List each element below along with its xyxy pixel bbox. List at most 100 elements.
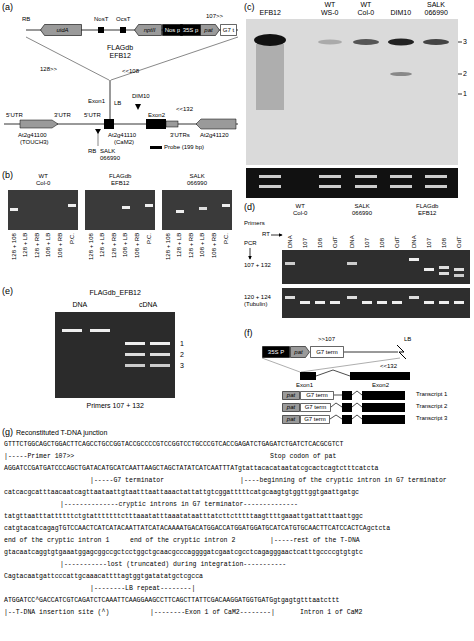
gel-band [439, 272, 449, 275]
gel-band [424, 301, 434, 304]
annotation-label: 128 + 108 [88, 233, 95, 260]
annotation-label: FLAGdb [416, 203, 438, 210]
gel-band [199, 207, 207, 210]
annotation-label: P.C. [223, 233, 230, 244]
annotation-label: OdT [332, 236, 339, 248]
gene-element-box: G7 term [300, 415, 330, 424]
gel-band [424, 268, 434, 271]
box-label: pat [294, 349, 302, 356]
annotation-label: DNA [349, 235, 356, 248]
insertion-line [301, 358, 400, 372]
annotation-label: 2 [180, 351, 184, 359]
blot-band [423, 39, 449, 45]
gel-band [425, 175, 447, 178]
annotation-label: WT [325, 1, 336, 9]
gel-bands [285, 258, 464, 304]
gel-image [162, 190, 232, 230]
terminator-box [120, 27, 126, 33]
sequence-text: Cagtacaatgattcccattgcaaacattttagtggtgata… [4, 573, 203, 580]
annotation-label: RB [88, 148, 96, 155]
annotation-label: 107 [426, 238, 433, 248]
annotation-label: DNA [73, 301, 88, 309]
gel-band [319, 175, 341, 178]
box-label: G7 term [304, 416, 326, 423]
annotation-label: 107 + 132 [244, 262, 271, 269]
gene-element-box: pat [282, 391, 300, 400]
box-label: 35S p [183, 27, 199, 34]
box-label: Nos p [165, 27, 181, 34]
blot-band [353, 39, 379, 45]
exon-box [104, 119, 114, 129]
gene-element-box: G7 term [310, 346, 344, 358]
gene-element-box: G7 term [300, 391, 334, 400]
gene-element-box: 35S p [180, 24, 201, 36]
sequence-text: |-----G7 terminator [90, 477, 164, 484]
annotation-label: Exon1 [88, 98, 105, 105]
annotation-label: RT [262, 231, 270, 238]
box-shape [301, 416, 330, 424]
gene-element-box: pat [290, 346, 310, 358]
annotation-label: 128 + RB [34, 233, 41, 258]
size-tick [458, 74, 462, 75]
annotation-label: (Tubulin) [244, 301, 267, 308]
annotation-label: 108 [317, 238, 324, 248]
exon-box [362, 403, 405, 412]
gel-band [176, 210, 184, 213]
annotation-label: FLAGdb_EFB12 [90, 289, 141, 297]
gel-image [282, 250, 470, 284]
box-shape [301, 392, 334, 400]
annotation-label: <<132 [380, 363, 397, 370]
blot-band [388, 39, 414, 46]
gel-band [125, 364, 145, 367]
annotation-label: NosT [94, 16, 108, 23]
insertion-triangle [135, 104, 141, 110]
gel-band [259, 175, 281, 178]
gene-element-box: G7 t [220, 24, 237, 36]
annotation-label: 108 + RB [211, 233, 218, 258]
annotation-label: Col-0 [36, 180, 50, 187]
panel-letter: (d) [244, 202, 255, 212]
annotation-label: 107 [302, 238, 309, 248]
annotation-label: (TOUCH3) [20, 139, 49, 146]
box-shape [41, 25, 82, 36]
gel-band [10, 208, 18, 211]
annotation-label: 107>> [206, 13, 223, 20]
gel-band [300, 301, 310, 304]
annotation-label: 108 + LB [122, 233, 129, 257]
annotation-label: WT [361, 1, 372, 9]
exon-box [342, 403, 352, 412]
panel-letter: (a) [2, 2, 13, 12]
sequence-text: end of the cryptic intron 1 [4, 537, 109, 544]
box-shape [291, 347, 310, 358]
annotation-label: DIM10 [391, 9, 412, 17]
annotation-label: 5'UTR [84, 112, 101, 119]
annotation-label: 128>> [40, 66, 57, 73]
sequence-text: |-----Primer 107>> [4, 453, 74, 460]
lightning-bolt [397, 345, 406, 359]
gel-band [439, 301, 449, 304]
box-label: pat [287, 404, 295, 411]
annotation-label: 5'UTR [6, 112, 23, 119]
gene-element-box: nptII [134, 24, 162, 36]
gel-band [62, 329, 82, 332]
annotation-label: >>107 [318, 336, 335, 343]
box-label: G7 t [223, 27, 234, 34]
annotation-label: Transcript 1 [416, 391, 447, 398]
rrna-gel [246, 168, 458, 198]
gene-element-box: uidA [40, 24, 82, 36]
box-label: pat [287, 416, 295, 423]
annotation-label: 120 + 124 [244, 294, 271, 301]
annotation-label: LB [404, 336, 411, 343]
exon-box [300, 372, 316, 380]
gel-band [439, 266, 449, 269]
gel-band [425, 185, 447, 188]
sequence-text: |-----rest of the T-DNA [270, 537, 360, 544]
annotation-label: 066990 [425, 9, 448, 17]
annotation-label: At2g41110 [108, 132, 136, 139]
box-shape [283, 404, 300, 412]
box-shape [163, 25, 183, 36]
splice-line [330, 415, 342, 419]
annotation-label: 2 [463, 70, 467, 78]
splice-line [331, 403, 342, 407]
annotation-label: 108 [379, 238, 386, 248]
